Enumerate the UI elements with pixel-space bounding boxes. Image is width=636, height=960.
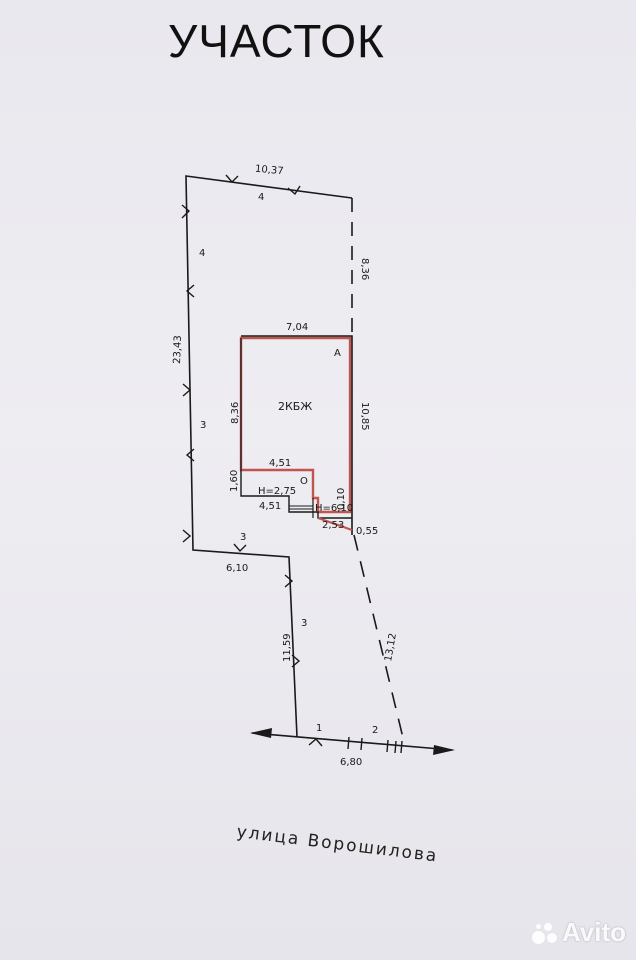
street-ticks <box>347 736 403 754</box>
dim-right-gap: 0,55 <box>356 526 378 537</box>
dim-house-right: 10,85 <box>359 402 370 431</box>
building-label: 2КБЖ <box>278 400 312 413</box>
dim-porch-h2: Н=6,10 <box>315 503 353 514</box>
building-outline <box>239 336 352 514</box>
building-wall <box>241 335 353 535</box>
avito-logo-icon <box>531 921 558 945</box>
dim-house-left: 8,36 <box>230 402 241 424</box>
mark-left-mid: 3 <box>200 420 206 431</box>
dim-bottom: 6,80 <box>340 757 362 768</box>
street-line <box>251 732 453 751</box>
street-arrow-right <box>433 745 455 755</box>
avito-watermark: Avito <box>531 917 626 948</box>
building-corner-mark: А <box>334 348 341 359</box>
dim-lower-left: 11,59 <box>282 633 293 662</box>
mark-left-upper: 4 <box>199 248 205 259</box>
segment-arrow-marks <box>181 174 323 747</box>
dim-porch-h1: Н=2,75 <box>258 486 296 497</box>
dim-step-bottom: 2,53 <box>322 520 344 531</box>
dim-house-step: 4,51 <box>269 458 291 469</box>
mark-bottom-right: 2 <box>372 725 378 736</box>
mark-bottom-left: 1 <box>316 723 322 734</box>
street-arrow-left <box>250 728 272 738</box>
porch-mark: О <box>300 476 308 487</box>
mark-lower-left: 3 <box>301 618 307 629</box>
page-title: УЧАСТОК <box>168 15 385 67</box>
dim-diagonal: 13,12 <box>383 632 399 662</box>
dim-porch-height: 1,60 <box>229 470 240 492</box>
mark-top-seg: 4 <box>258 192 264 203</box>
dim-left-long: 23,43 <box>172 335 184 364</box>
avito-wordmark: Avito <box>561 917 626 947</box>
dim-porch-width: 4,51 <box>259 501 281 512</box>
dim-step-gap: 0,10 <box>336 488 347 510</box>
step-line <box>317 517 353 531</box>
plot-boundary <box>185 175 353 738</box>
dim-house-top: 7,04 <box>286 322 308 333</box>
dim-middle: 6,10 <box>226 563 248 574</box>
plot-boundary-dashed-diagonal <box>353 534 405 743</box>
dim-right-upper: 8,36 <box>359 258 370 280</box>
dim-top: 10,37 <box>255 164 284 177</box>
mark-jog: 3 <box>240 532 246 543</box>
